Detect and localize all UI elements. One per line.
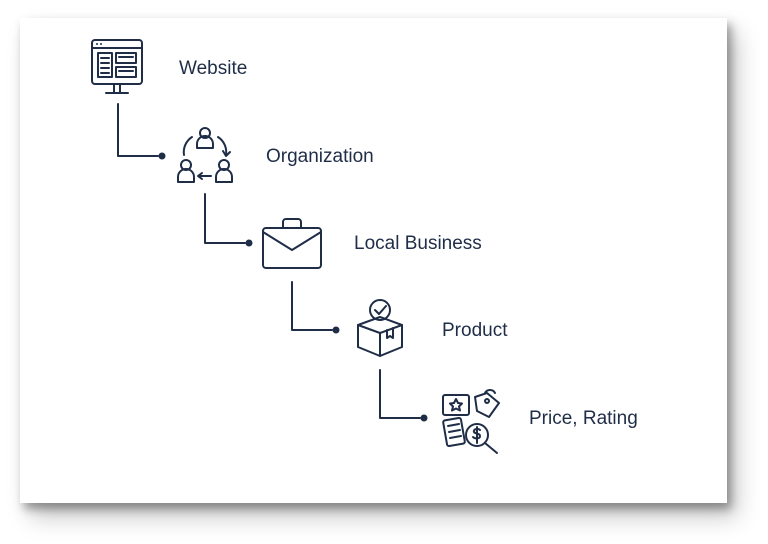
product-box-icon	[357, 299, 403, 357]
connector-organization-local-business	[204, 193, 253, 247]
organization-icon	[177, 127, 233, 183]
briefcase-icon	[262, 218, 322, 269]
connector-website-organization	[117, 103, 166, 160]
node-label-price-rating: Price, Rating	[529, 408, 638, 429]
node-label-website: Website	[179, 58, 248, 79]
node-label-product: Product	[442, 320, 508, 341]
price-rating-icon	[442, 389, 500, 454]
website-icon	[91, 39, 143, 94]
connector-local-business-product	[291, 281, 340, 334]
diagram-card	[20, 18, 727, 503]
node-label-local-business: Local Business	[354, 233, 482, 254]
connector-product-price-rating	[379, 369, 428, 422]
node-label-organization: Organization	[266, 146, 374, 167]
